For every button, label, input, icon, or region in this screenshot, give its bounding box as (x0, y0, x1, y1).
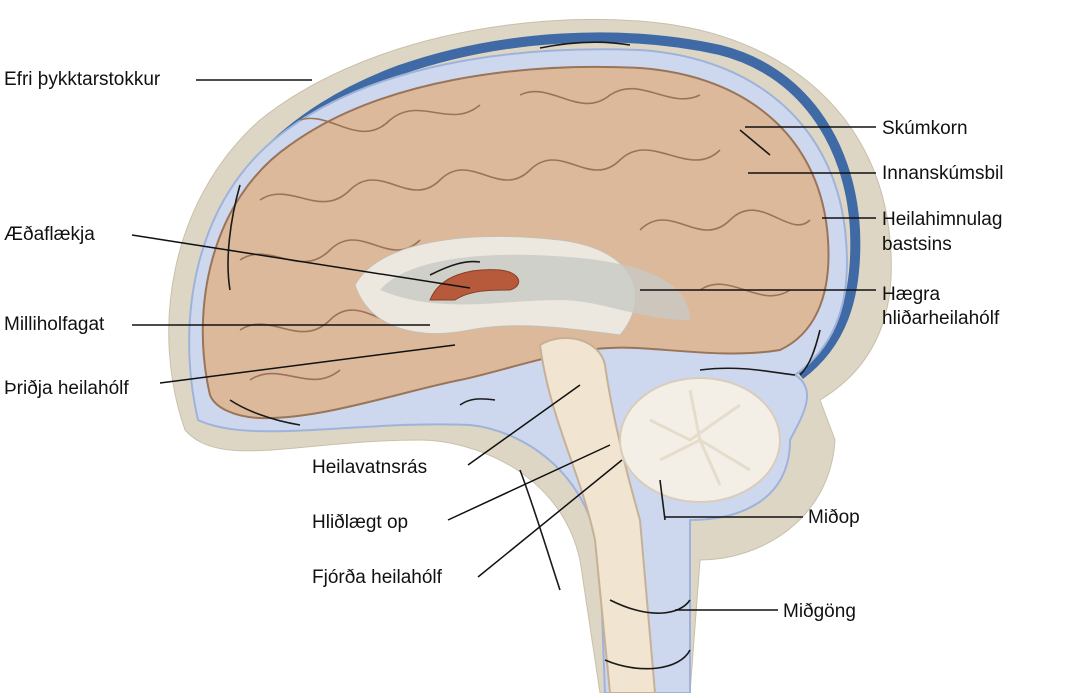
brainstem (538, 336, 657, 694)
label-subarachnoid-space: Innanskúmsbil (882, 163, 1004, 184)
label-median-aperture: Miðop (808, 507, 860, 528)
label-cerebral-aqueduct: Heilavatnsrás (312, 457, 428, 478)
lateral-ventricle (380, 254, 690, 320)
cerebellum-folia (649, 389, 751, 486)
label-lateral-ventricle-line1: Hægra (882, 284, 941, 305)
label-lateral-aperture: Hliðlægt op (312, 512, 409, 533)
label-lateral-ventricle-line2: hliðarheilahólf (882, 308, 1000, 329)
label-fourth-ventricle: Fjórða heilahólf (312, 567, 442, 588)
label-central-canal: Miðgöng (783, 601, 856, 622)
label-superior-sagittal-sinus: Efri þykktarstokkur (4, 69, 161, 90)
leader-lines (131, 79, 876, 611)
label-third-ventricle: Þriðja heilahólf (4, 378, 129, 399)
label-dura-mater-line1: Heilahimnulag (882, 209, 1003, 230)
choroid-plexus (429, 269, 520, 301)
label-choroid-plexus: Æðaflækja (4, 224, 95, 245)
label-arachnoid-granulation: Skúmkorn (882, 118, 968, 139)
label-interventricular-foramen: Milliholfagat (4, 314, 105, 335)
sulci (239, 87, 811, 381)
label-dura-mater-line2: bastsins (882, 234, 952, 255)
